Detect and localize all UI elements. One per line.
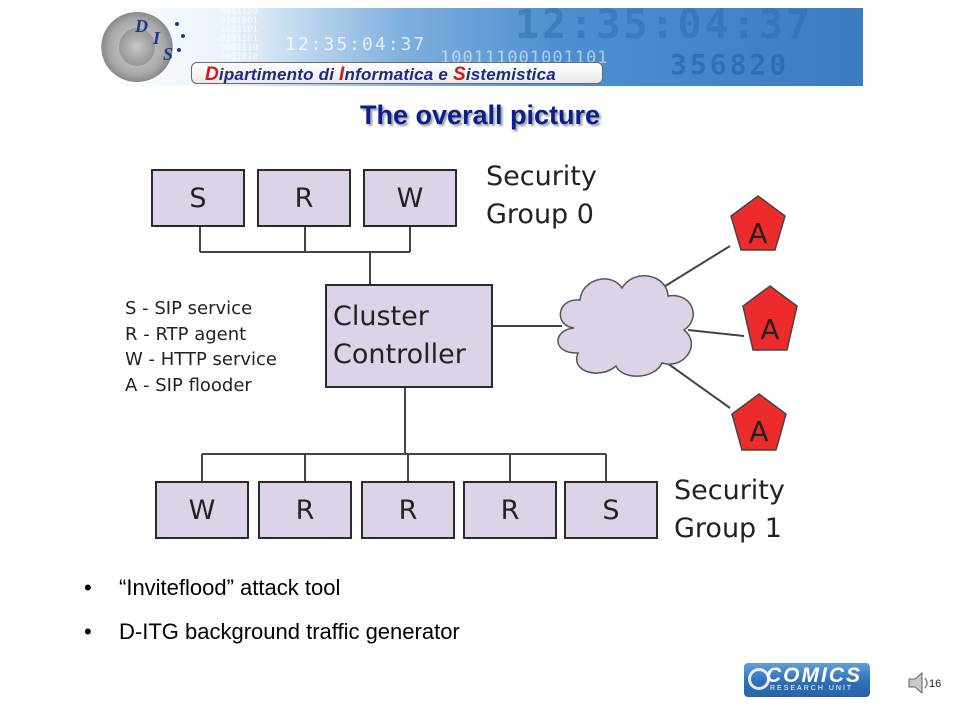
group0-node: W	[363, 169, 457, 227]
architecture-diagram: A A A S R W Security Group 0 Cluster Con…	[122, 158, 812, 546]
cluster-controller: Cluster Controller	[325, 284, 493, 388]
department-name: Dipartimento di Informatica e Sistemisti…	[205, 64, 556, 85]
network-cloud-icon	[557, 275, 694, 377]
bullet-marker: •	[84, 575, 92, 600]
group1-node: R	[463, 481, 557, 539]
attacker-label: A	[748, 217, 767, 250]
logo-swirl-icon	[748, 668, 770, 690]
attacker-node: A	[730, 195, 786, 251]
attacker-label: A	[760, 313, 779, 346]
legend-item: A - SIP flooder	[125, 374, 252, 396]
page-number: 16	[929, 678, 942, 690]
bullet-marker: •	[84, 619, 92, 644]
slide-title: The overall picture	[359, 100, 601, 130]
group1-node: W	[155, 481, 249, 539]
group0-node: R	[257, 169, 351, 227]
header-banner: D I S 0011100 0101001 1011101 0101101 00…	[95, 8, 863, 86]
attacker-node: A	[742, 285, 798, 351]
comics-logo: COMICS RESEARCH UNIT	[744, 663, 870, 697]
university-seal-icon	[101, 12, 173, 82]
security-group-1-label: Security Group 1	[674, 475, 785, 544]
clock-big: 12:35:04:37	[515, 8, 813, 48]
diagram-legend: S - SIP service R - RTP agent W - HTTP s…	[125, 296, 277, 398]
bullet-text: “Inviteflood” attack tool	[119, 575, 341, 600]
speaker-icon[interactable]	[906, 670, 932, 696]
diagram-connectors: A A A	[199, 195, 798, 481]
attacker-node: A	[731, 393, 787, 451]
legend-item: W - HTTP service	[125, 349, 277, 370]
department-name-box	[191, 62, 603, 84]
legend-item: S - SIP service	[125, 298, 253, 319]
clock-small: 12:35:04:37	[285, 34, 427, 55]
group1-node: S	[564, 481, 658, 539]
legend-item: R - RTP agent	[125, 323, 247, 345]
attacker-label: A	[749, 415, 768, 448]
group1-node: R	[258, 481, 352, 539]
security-group-0-label: Security Group 0	[486, 161, 597, 230]
group1-node: R	[361, 481, 455, 539]
bullet-text: D-ITG background traffic generator	[119, 619, 460, 644]
group0-node: S	[151, 169, 245, 227]
digit-readout: 356820	[670, 48, 790, 81]
